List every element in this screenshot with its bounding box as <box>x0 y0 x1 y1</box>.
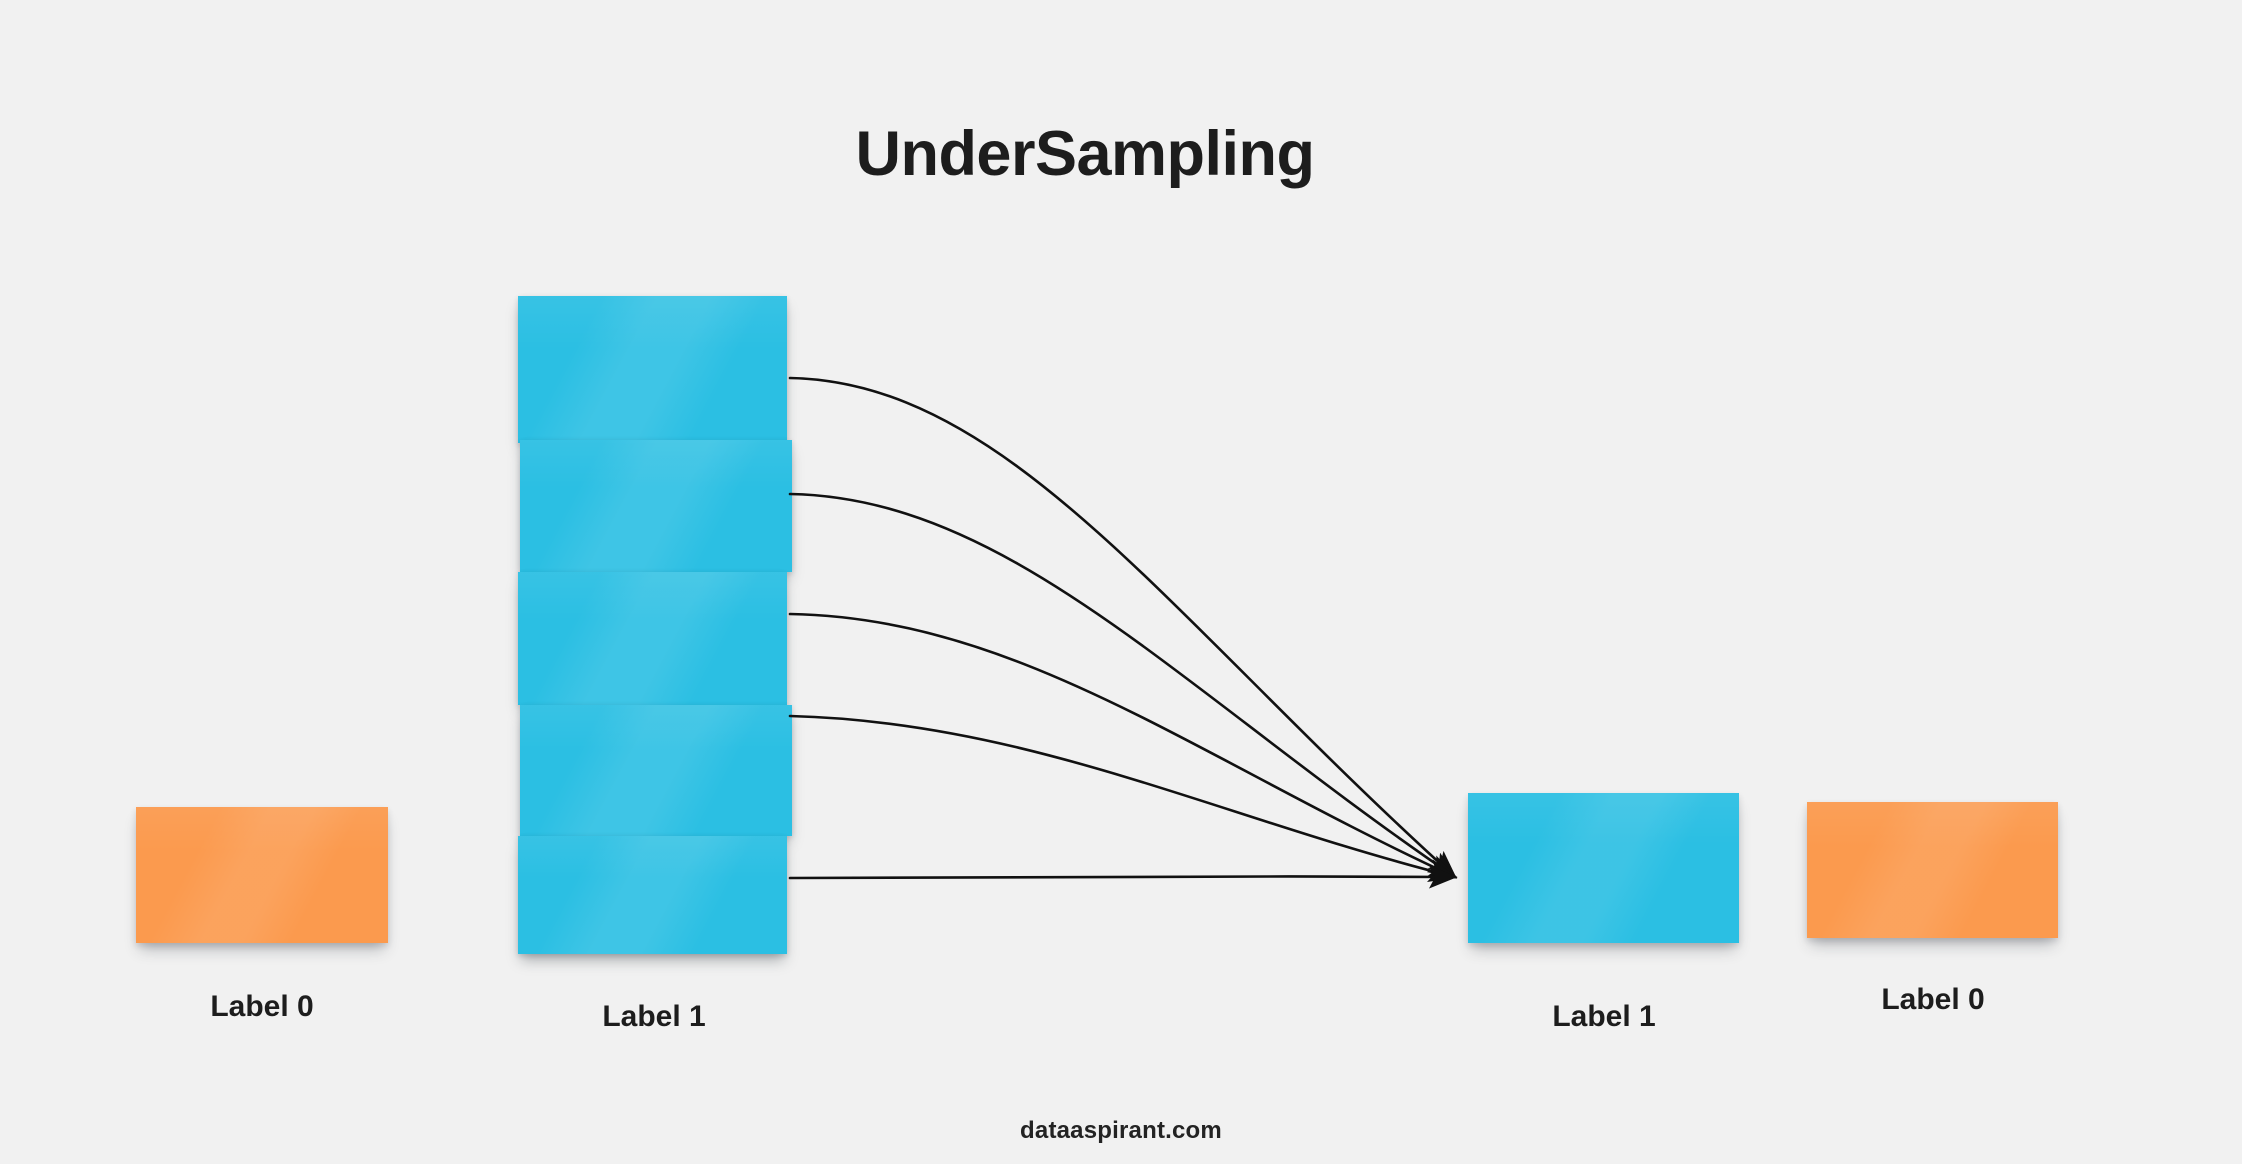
stack-card <box>518 836 787 954</box>
arrow-curve-3 <box>788 612 1458 879</box>
page-title: UnderSampling <box>855 119 1315 189</box>
stack-card <box>520 440 792 572</box>
card-sheen <box>518 572 787 705</box>
arrow-curve-2 <box>788 492 1458 879</box>
card-label-0-left <box>136 807 388 943</box>
arrow-curve-4 <box>788 714 1458 883</box>
card-sheen <box>520 705 792 836</box>
card-label-1-result <box>1468 793 1739 943</box>
card-sheen <box>518 836 787 954</box>
watermark-footer: dataaspirant.com <box>1020 1117 1222 1144</box>
label-left-class-0: Label 0 <box>210 990 314 1023</box>
card-sheen <box>520 440 792 572</box>
card-tone-band <box>520 705 792 753</box>
stack-card <box>520 705 792 836</box>
card-sheen <box>136 807 388 943</box>
arrow-curve-1 <box>788 376 1457 879</box>
label-result-class-1: Label 1 <box>1552 1000 1656 1033</box>
card-label-0-result <box>1807 802 2058 938</box>
card-tone-band <box>1468 793 1739 844</box>
label-stack-class-1: Label 1 <box>602 1000 706 1033</box>
card-tone-band <box>1807 802 2058 849</box>
label-result-class-0: Label 0 <box>1881 983 1985 1016</box>
card-sheen <box>1807 802 2058 938</box>
card-tone-band <box>520 440 792 488</box>
card-tone-band <box>518 836 787 879</box>
card-sheen <box>1468 793 1739 943</box>
card-tone-band <box>518 296 787 349</box>
arrow-curve-5 <box>788 865 1458 889</box>
stack-card <box>518 572 787 705</box>
stack-card <box>518 296 787 443</box>
card-tone-band <box>518 572 787 620</box>
stack-label-1 <box>518 296 792 954</box>
card-tone-band <box>136 807 388 854</box>
card-sheen <box>518 296 787 443</box>
